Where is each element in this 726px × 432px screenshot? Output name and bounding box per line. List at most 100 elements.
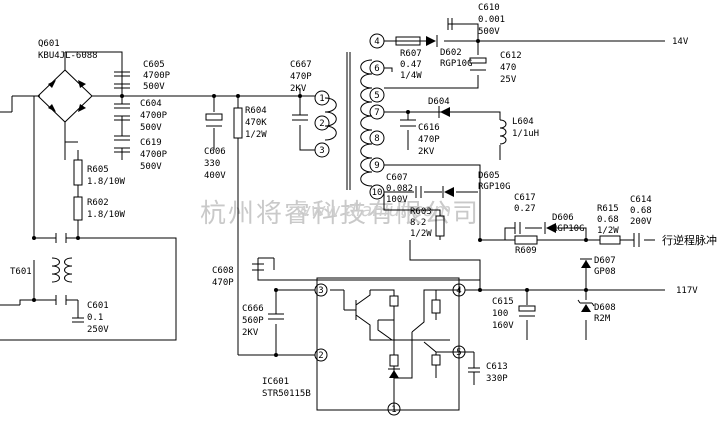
pin-t8: 8 — [369, 130, 385, 146]
r604-name: R604 — [245, 106, 267, 116]
junctions — [32, 39, 588, 357]
c666-voltage: 2KV — [242, 328, 259, 338]
pin-t4: 4 — [369, 33, 385, 49]
pin-ic1: 1 — [387, 402, 401, 416]
r602-name: R602 — [87, 198, 109, 208]
r607-power: 1/4W — [400, 71, 422, 81]
svg-text:2: 2 — [318, 351, 323, 361]
c619-value: 4700P — [140, 150, 168, 160]
q601-part: KBU4JL-6088 — [38, 51, 98, 61]
r609-name: R609 — [515, 246, 537, 256]
pin-t5: 5 — [369, 87, 385, 103]
pin-t2: 2 — [314, 115, 330, 131]
c605-value: 4700P — [143, 71, 171, 81]
pin-ic4: 4 — [452, 283, 466, 297]
pin-t10: 10 — [369, 184, 385, 200]
c610-voltage: 500V — [478, 27, 500, 37]
svg-text:3: 3 — [319, 146, 324, 156]
c667-voltage: 2KV — [290, 84, 307, 94]
c615-name: C615 — [492, 297, 514, 307]
c605-voltage: 500V — [143, 82, 165, 92]
r615-name: R615 — [597, 204, 619, 214]
q601-label: Q601 — [38, 39, 60, 49]
r603-value: 8.2 — [410, 218, 426, 228]
ic601-part: STR50115B — [262, 389, 311, 399]
svg-text:8: 8 — [374, 134, 379, 144]
c608-name: C608 — [212, 266, 234, 276]
watermark-company: 杭州将睿科技有限公司 — [200, 199, 480, 229]
pin-ic2: 2 — [314, 348, 328, 362]
c604-name: C604 — [140, 99, 162, 109]
c606-name: C606 — [204, 147, 226, 157]
pin-t1: 1 — [314, 90, 330, 106]
c606-voltage: 400V — [204, 171, 226, 181]
c613-name: C613 — [486, 362, 508, 372]
d604-name: D604 — [428, 97, 450, 107]
svg-text:5: 5 — [374, 91, 379, 101]
c601-name: C601 — [87, 301, 109, 311]
c614-name: C614 — [630, 195, 652, 205]
r605-value: 1.8/10W — [87, 177, 126, 187]
c619-name: C619 — [140, 138, 162, 148]
pin-t3: 3 — [314, 142, 330, 158]
watermark: 杭州将睿科技有限公司 www.dianlut.com — [200, 199, 480, 229]
svg-text:7: 7 — [374, 108, 379, 118]
c666-value: 560P — [242, 316, 264, 326]
c614-value: 0.68 — [630, 206, 652, 216]
d607-part: GP08 — [594, 267, 616, 277]
pin-t6: 6 — [369, 60, 385, 76]
c667-name: C667 — [290, 60, 312, 70]
out-14v-label: 14V — [672, 37, 689, 47]
c604-value: 4700P — [140, 111, 168, 121]
d606-name: D606 — [552, 213, 574, 223]
d602-name: D602 — [440, 48, 462, 58]
c610-value: 0.001 — [478, 15, 505, 25]
t601-label: T601 — [10, 267, 32, 277]
svg-text:4: 4 — [374, 37, 379, 47]
components — [48, 18, 640, 385]
c612-value: 470 — [500, 63, 516, 73]
c667-value: 470P — [290, 72, 312, 82]
d608-part: R2M — [594, 314, 611, 324]
r604-value: 470K — [245, 118, 267, 128]
c601-voltage: 250V — [87, 325, 109, 335]
svg-text:4: 4 — [456, 286, 461, 296]
l604-name: L604 — [512, 117, 534, 127]
c613-value: 330P — [486, 374, 508, 384]
r603-power: 1/2W — [410, 229, 432, 239]
r604-power: 1/2W — [245, 130, 267, 140]
c612-voltage: 25V — [500, 75, 517, 85]
c610-name: C610 — [478, 3, 500, 13]
svg-text:9: 9 — [374, 161, 379, 171]
c615-voltage: 160V — [492, 321, 514, 331]
flyback-pulse-label: 行逆程脉冲 — [662, 233, 717, 247]
svg-text:6: 6 — [374, 64, 379, 74]
c615-value: 100 — [492, 309, 508, 319]
ic601-name: IC601 — [262, 377, 289, 387]
c607-voltage: 100V — [386, 195, 408, 205]
r615-power: 1/2W — [597, 226, 619, 236]
r607-value: 0.47 — [400, 60, 422, 70]
d606-part: RGP10G — [552, 224, 585, 234]
pin-ic3: 3 — [314, 283, 328, 297]
svg-text:3: 3 — [318, 286, 323, 296]
c607-name: C607 — [386, 173, 408, 183]
c606-value: 330 — [204, 159, 220, 169]
d602-part: RGP10G — [440, 59, 473, 69]
r615-value: 0.68 — [597, 215, 619, 225]
c612-name: C612 — [500, 51, 522, 61]
r605-name: R605 — [87, 165, 109, 175]
c605-name: C605 — [143, 60, 165, 70]
out-117v-label: 117V — [676, 286, 698, 296]
pin-t9: 9 — [369, 157, 385, 173]
pin-t7: 7 — [369, 104, 385, 120]
d605-part: RGP10G — [478, 182, 511, 192]
r602-value: 1.8/10W — [87, 210, 126, 220]
labels: Q601 KBU4JL-6088 C605 4700P 500V C604 47… — [10, 3, 717, 399]
c601-value: 0.1 — [87, 313, 103, 323]
svg-text:1: 1 — [319, 94, 324, 104]
l604-value: 1/1uH — [512, 129, 539, 139]
c666-name: C666 — [242, 304, 264, 314]
d608-name: D608 — [594, 303, 616, 313]
pin-ic5: 5 — [452, 345, 466, 359]
